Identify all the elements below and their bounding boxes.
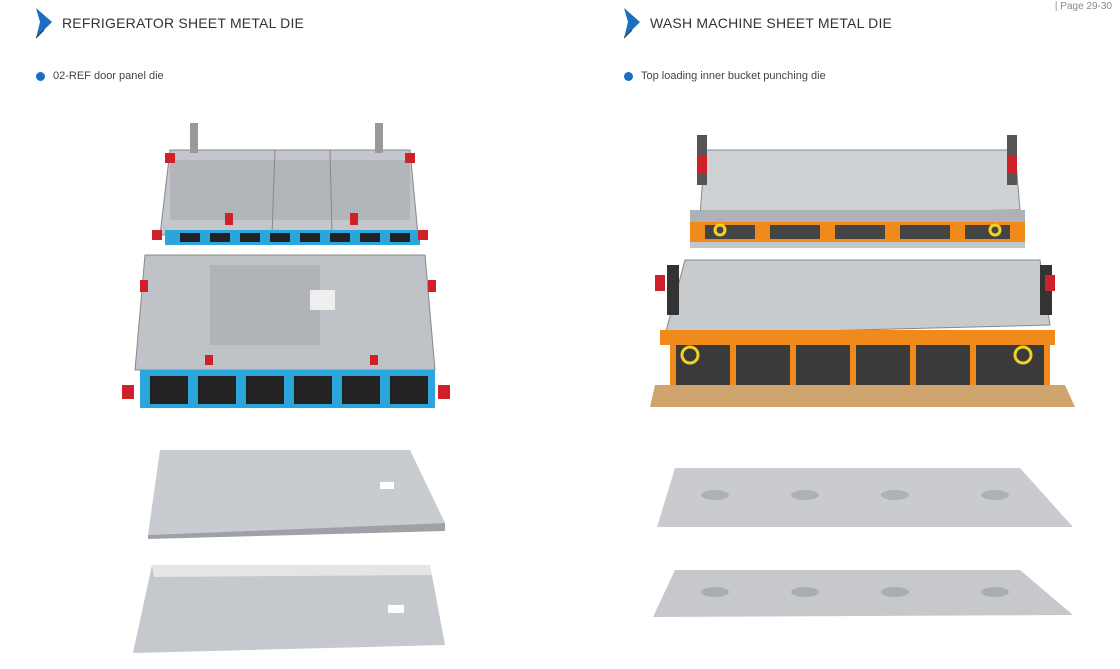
chevron-right-icon — [35, 8, 52, 39]
item-label-refrigerator: 02-REF door panel die — [36, 70, 164, 82]
item-label-wash-machine: Top loading inner bucket punching die — [624, 70, 826, 82]
section-title: REFRIGERATOR SHEET METAL DIE — [62, 15, 305, 31]
page-number: | Page 29-30 — [1054, 1, 1112, 12]
section-title: WASH MACHINE SHEET METAL DIE — [650, 15, 893, 31]
section-header-wash-machine: WASH MACHINE SHEET METAL DIE — [622, 6, 892, 40]
item-label: Top loading inner bucket punching die — [641, 70, 826, 82]
bullet-icon — [36, 71, 45, 81]
refrigerator-die-image — [122, 123, 450, 653]
section-header-refrigerator: REFRIGERATOR SHEET METAL DIE — [34, 6, 304, 40]
chevron-right-icon — [623, 8, 640, 39]
item-label: 02-REF door panel die — [53, 70, 164, 82]
wash-machine-die-image — [650, 135, 1075, 617]
bullet-icon — [624, 71, 633, 81]
